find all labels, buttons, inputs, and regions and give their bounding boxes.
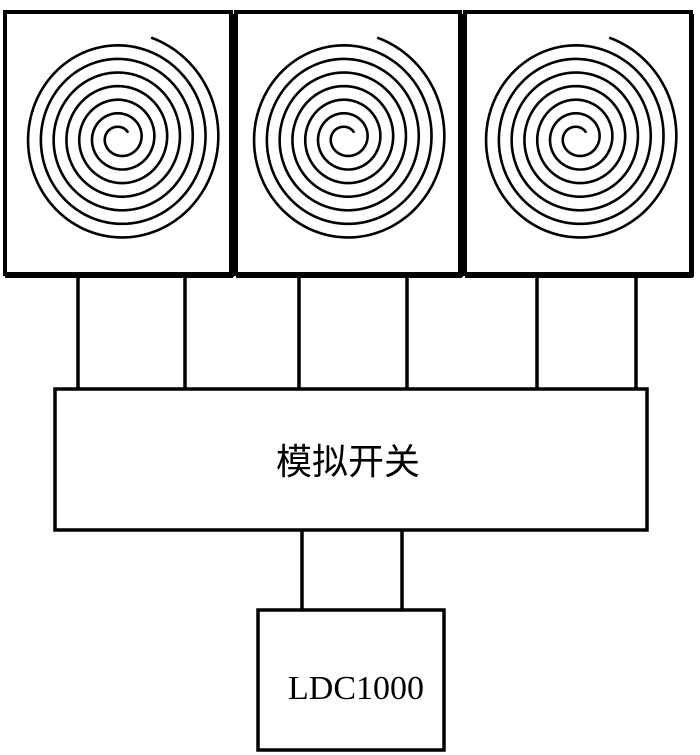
coil-board-3	[463, 10, 693, 276]
ldc1000-box	[256, 608, 446, 752]
coil-wires	[76, 277, 638, 389]
coil-board-2	[234, 10, 462, 276]
analog-switch-label: 模拟开关	[276, 442, 420, 483]
spiral-coil-icon	[252, 36, 446, 239]
ldc-wires	[300, 530, 404, 610]
spiral-coils	[26, 36, 678, 239]
spiral-coil-icon	[484, 36, 678, 239]
analog-switch-box	[53, 387, 649, 532]
spiral-coil-icon	[26, 36, 220, 239]
ldc1000-label: LDC1000	[288, 670, 424, 707]
ldc1000-block: LDC1000	[256, 608, 446, 752]
coil-boards	[3, 10, 694, 278]
analog-switch-block: 模拟开关	[53, 387, 649, 532]
coil-board-1	[3, 10, 233, 276]
